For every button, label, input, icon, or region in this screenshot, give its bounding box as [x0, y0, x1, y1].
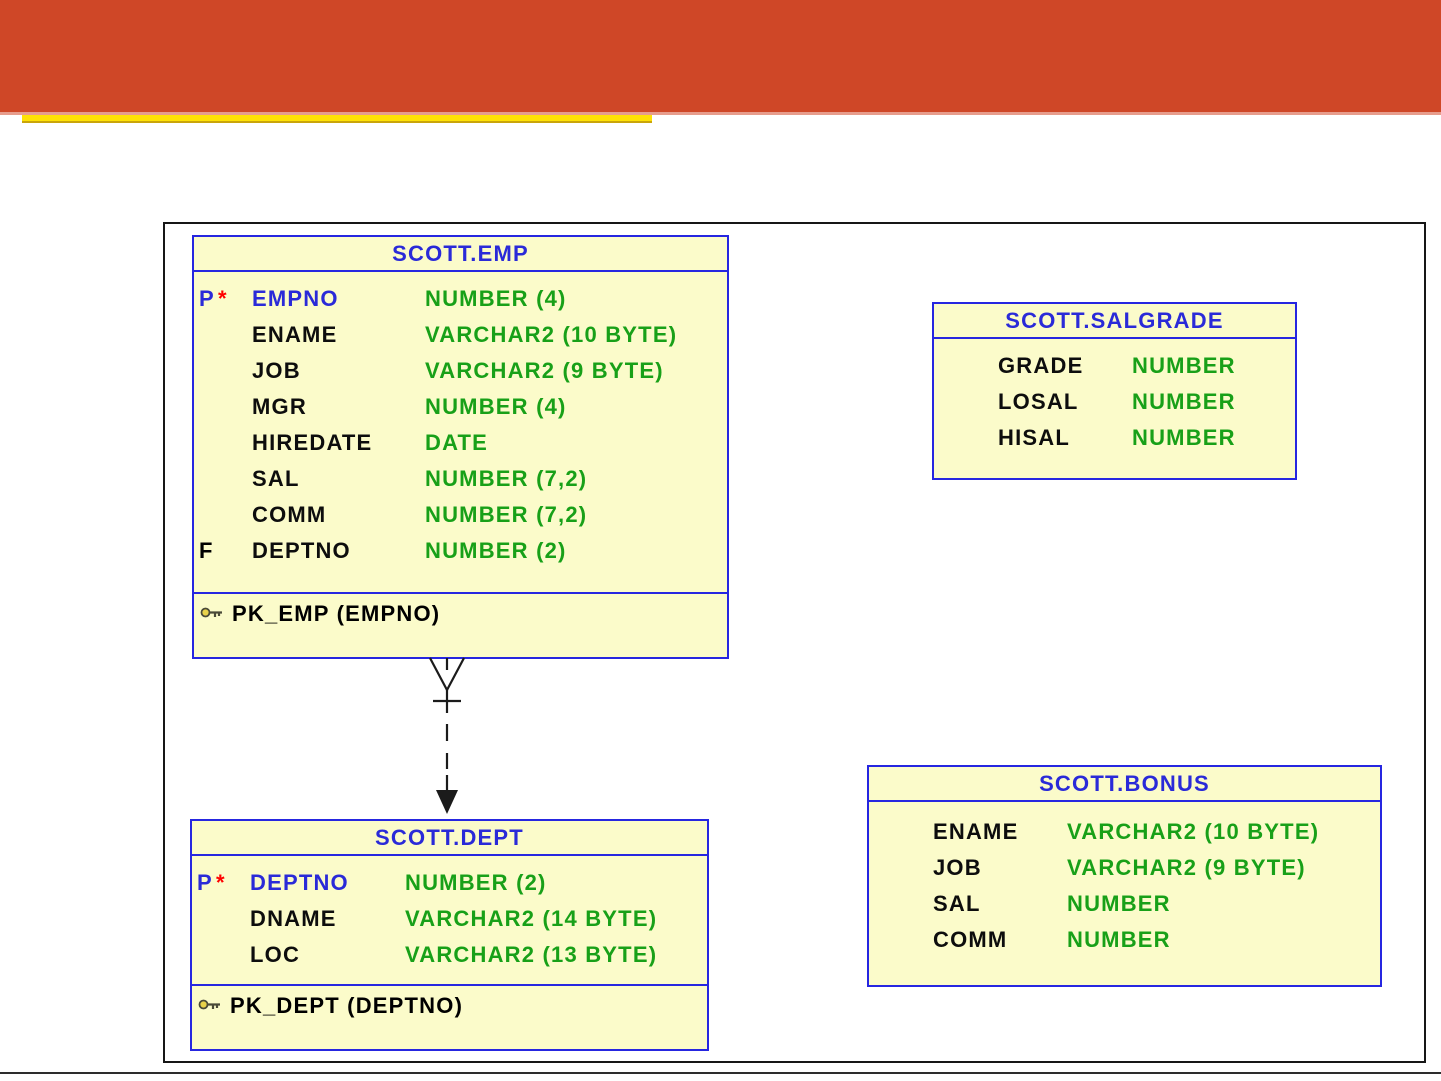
column-row: COMM NUMBER (7,2)	[194, 497, 727, 533]
column-row: MGR NUMBER (4)	[194, 389, 727, 425]
column-type: DATE	[425, 430, 489, 455]
column-type: NUMBER (4)	[425, 286, 567, 311]
column-type: NUMBER (7,2)	[425, 466, 588, 491]
column-name: ENAME	[933, 819, 1019, 844]
column-type: NUMBER	[1132, 425, 1236, 450]
column-type: NUMBER	[1067, 927, 1171, 952]
column-row: F DEPTNO NUMBER (2)	[194, 533, 727, 569]
column-type: NUMBER (4)	[425, 394, 567, 419]
column-name: EMPNO	[252, 286, 339, 311]
column-row: SAL NUMBER	[869, 886, 1380, 922]
column-name: GRADE	[998, 353, 1084, 378]
column-type: NUMBER (7,2)	[425, 502, 588, 527]
column-name: HISAL	[998, 425, 1070, 450]
columns-section: GRADE NUMBER LOSAL NUMBER HISAL NUMBER	[934, 339, 1295, 478]
column-row: COMM NUMBER	[869, 922, 1380, 958]
column-name: MGR	[252, 394, 307, 419]
slide-title-bar	[0, 0, 1441, 112]
column-name: DEPTNO	[252, 538, 351, 563]
key-flag: P	[199, 286, 215, 311]
column-row: ENAME VARCHAR2 (10 BYTE)	[194, 317, 727, 353]
column-name: SAL	[252, 466, 300, 491]
key-label: PK_DEPT (DEPTNO)	[230, 993, 464, 1018]
column-type: VARCHAR2 (10 BYTE)	[1067, 819, 1320, 844]
diagram-canvas: SCOTT.EMP P * EMPNO NUMBER (4) ENAME VAR…	[163, 222, 1426, 1063]
column-row: ENAME VARCHAR2 (10 BYTE)	[869, 814, 1380, 850]
column-row: DNAME VARCHAR2 (14 BYTE)	[192, 901, 707, 937]
column-name: ENAME	[252, 322, 338, 347]
column-row: HIREDATE DATE	[194, 425, 727, 461]
column-name: DNAME	[250, 906, 337, 931]
column-type: NUMBER	[1132, 353, 1236, 378]
key-label: PK_EMP (EMPNO)	[232, 601, 441, 626]
keys-section: PK_DEPT (DEPTNO)	[192, 984, 707, 1049]
column-name: LOSAL	[998, 389, 1079, 414]
column-row: GRADE NUMBER	[934, 348, 1295, 384]
column-type: VARCHAR2 (10 BYTE)	[425, 322, 678, 347]
column-row: SAL NUMBER (7,2)	[194, 461, 727, 497]
column-type: VARCHAR2 (9 BYTE)	[1067, 855, 1306, 880]
entity-scott-emp[interactable]: SCOTT.EMP P * EMPNO NUMBER (4) ENAME VAR…	[192, 235, 729, 659]
column-row: P * EMPNO NUMBER (4)	[194, 281, 727, 317]
column-type: NUMBER	[1132, 389, 1236, 414]
mandatory-star: *	[216, 870, 226, 895]
entity-title: SCOTT.SALGRADE	[934, 304, 1295, 339]
column-row: JOB VARCHAR2 (9 BYTE)	[194, 353, 727, 389]
column-name: COMM	[252, 502, 327, 527]
column-name: SAL	[933, 891, 981, 916]
mandatory-star: *	[218, 286, 228, 311]
accent-underline	[22, 115, 652, 123]
column-type: NUMBER (2)	[405, 870, 547, 895]
key-icon	[198, 997, 222, 1012]
entity-title: SCOTT.BONUS	[869, 767, 1380, 802]
entity-scott-salgrade[interactable]: SCOTT.SALGRADE GRADE NUMBER LOSAL NUMBER…	[932, 302, 1297, 480]
page-bottom-rule	[0, 1072, 1441, 1074]
key-icon	[200, 605, 224, 620]
keys-section: PK_EMP (EMPNO)	[194, 592, 727, 657]
column-type: VARCHAR2 (9 BYTE)	[425, 358, 664, 383]
entity-scott-bonus[interactable]: SCOTT.BONUS ENAME VARCHAR2 (10 BYTE) JOB…	[867, 765, 1382, 987]
key-flag: F	[199, 538, 214, 563]
column-row: JOB VARCHAR2 (9 BYTE)	[869, 850, 1380, 886]
column-name: DEPTNO	[250, 870, 349, 895]
entity-title: SCOTT.EMP	[194, 237, 727, 272]
column-type: NUMBER (2)	[425, 538, 567, 563]
columns-section: P * DEPTNO NUMBER (2) DNAME VARCHAR2 (14…	[192, 856, 707, 984]
title-bar-bottom-edge	[0, 112, 1441, 115]
columns-section: ENAME VARCHAR2 (10 BYTE) JOB VARCHAR2 (9…	[869, 802, 1380, 985]
column-name: JOB	[252, 358, 301, 383]
column-type: VARCHAR2 (13 BYTE)	[405, 942, 658, 967]
column-row: LOC VARCHAR2 (13 BYTE)	[192, 937, 707, 973]
column-name: HIREDATE	[252, 430, 373, 455]
column-type: VARCHAR2 (14 BYTE)	[405, 906, 658, 931]
column-type: NUMBER	[1067, 891, 1171, 916]
entity-title: SCOTT.DEPT	[192, 821, 707, 856]
column-row: LOSAL NUMBER	[934, 384, 1295, 420]
column-row: P * DEPTNO NUMBER (2)	[192, 865, 707, 901]
column-row: HISAL NUMBER	[934, 420, 1295, 456]
key-flag: P	[197, 870, 213, 895]
entity-scott-dept[interactable]: SCOTT.DEPT P * DEPTNO NUMBER (2) DNAME V…	[190, 819, 709, 1051]
column-name: COMM	[933, 927, 1008, 952]
column-name: LOC	[250, 942, 301, 967]
columns-section: P * EMPNO NUMBER (4) ENAME VARCHAR2 (10 …	[194, 272, 727, 592]
column-name: JOB	[933, 855, 982, 880]
